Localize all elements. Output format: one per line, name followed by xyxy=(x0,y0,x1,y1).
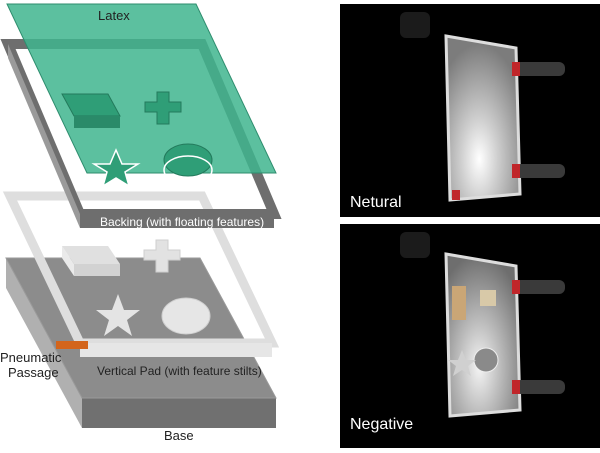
photo-negative: Negative xyxy=(340,224,600,448)
vertical-pad-frame xyxy=(2,191,280,357)
feature-stilts xyxy=(62,239,211,336)
base-layer xyxy=(5,257,277,428)
pneumatic-passage-line-2: Passage xyxy=(8,365,59,380)
pneumatic-passage-icon xyxy=(56,341,88,349)
vertical-pad-label: Vertical Pad (with feature stilts) xyxy=(97,364,262,378)
latex-label: Latex xyxy=(98,8,130,23)
photo-neutral-caption: Netural xyxy=(350,194,402,211)
photo-negative-caption: Negative xyxy=(350,416,414,433)
layer-stack-drawing xyxy=(0,3,282,428)
pneumatic-passage-label: Pneumatic Passage xyxy=(0,350,61,380)
neutral-device-image xyxy=(340,4,600,217)
latex-layer xyxy=(6,3,277,188)
backing-label: Backing (with floating features) xyxy=(100,215,265,229)
pneumatic-passage-line-1: Pneumatic xyxy=(0,350,62,365)
negative-device-image xyxy=(340,224,600,448)
photo-neutral: Netural xyxy=(340,4,600,217)
base-label: Base xyxy=(164,428,194,443)
exploded-layer-diagram: Latex Backing (with floating features) V… xyxy=(0,3,282,443)
